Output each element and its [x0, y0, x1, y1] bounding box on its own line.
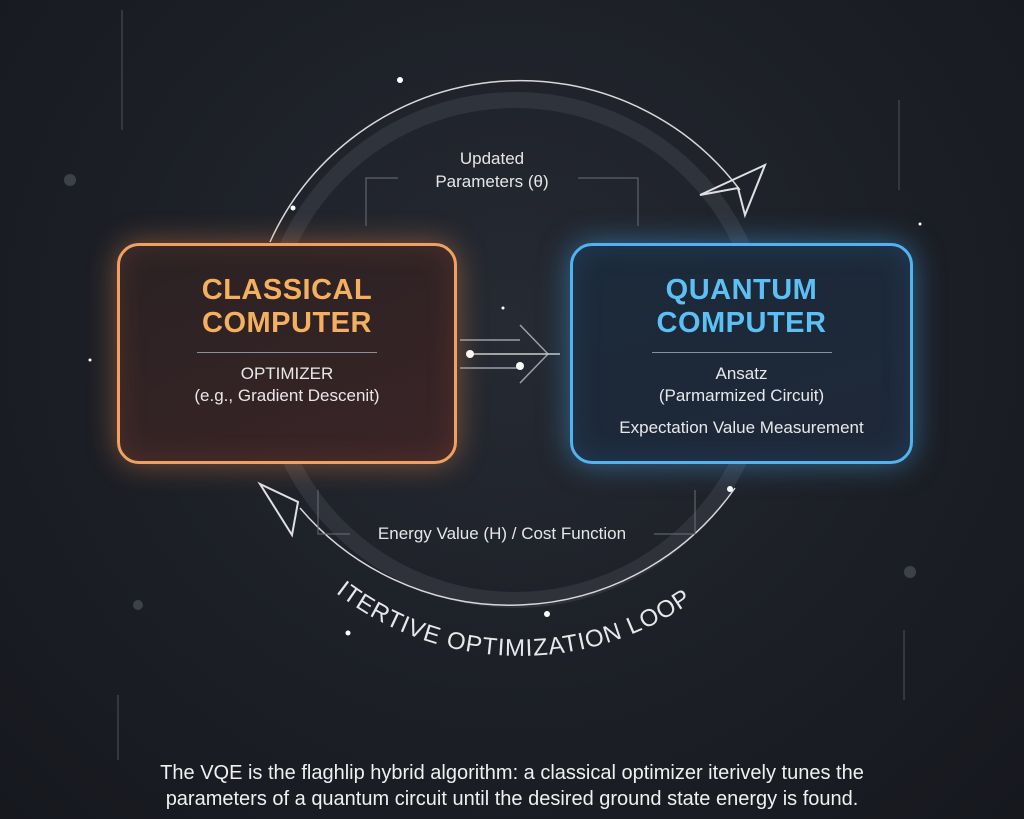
quantum-title-line1: QUANTUM — [665, 274, 818, 306]
measurement-label: Expectation Value Measurement — [619, 418, 864, 437]
caption: The VQE is the flaghlip hybrid algorithm… — [0, 760, 1024, 812]
bottom-arrowhead-icon — [257, 481, 300, 538]
updated-parameters-label: Updated Parameters (θ) — [392, 147, 592, 193]
classical-title-line2: COMPUTER — [202, 307, 372, 339]
quantum-computer-box: QUANTUM COMPUTER Ansatz (Parmarmized Cir… — [570, 243, 913, 464]
ansatz-label: Ansatz — [715, 364, 768, 383]
circuit-label: (Parmarmized Circuit) — [658, 386, 825, 405]
background-dots — [64, 174, 916, 610]
classical-title: CLASSICAL COMPUTER — [120, 274, 454, 340]
divider — [197, 352, 377, 353]
energy-value-label: Energy Value (H) / Cost Function — [377, 524, 627, 543]
middle-arrow-icon — [460, 324, 560, 384]
caption-line1: The VQE is the flaghlip hybrid algorithm… — [160, 762, 864, 784]
background-lines — [117, 10, 905, 760]
bottom-arc — [299, 487, 736, 606]
connectors — [317, 177, 696, 535]
optimizer-label: OPTIMIZER — [240, 364, 334, 383]
top-arc — [269, 79, 741, 243]
optimizer-example: (e.g., Gradient Descenit) — [194, 386, 380, 405]
quantum-title-line2: COMPUTER — [656, 307, 827, 339]
top-arrowhead-icon — [699, 163, 767, 219]
caption-line2: parameters of a quantum circuit until th… — [165, 788, 859, 810]
classical-computer-box: CLASSICAL COMPUTER OPTIMIZER (e.g., Grad… — [117, 243, 457, 464]
sparkle-dots — [88, 77, 922, 636]
loop-label: ITERTIVE OPTIMIZATION LOOP — [332, 576, 696, 662]
divider — [651, 352, 832, 353]
classical-title-line1: CLASSICAL — [201, 274, 373, 306]
updated-parameters-line1: Updated — [459, 149, 525, 168]
updated-parameters-line2: Parameters (θ) — [435, 172, 549, 191]
quantum-title: QUANTUM COMPUTER — [573, 274, 910, 340]
